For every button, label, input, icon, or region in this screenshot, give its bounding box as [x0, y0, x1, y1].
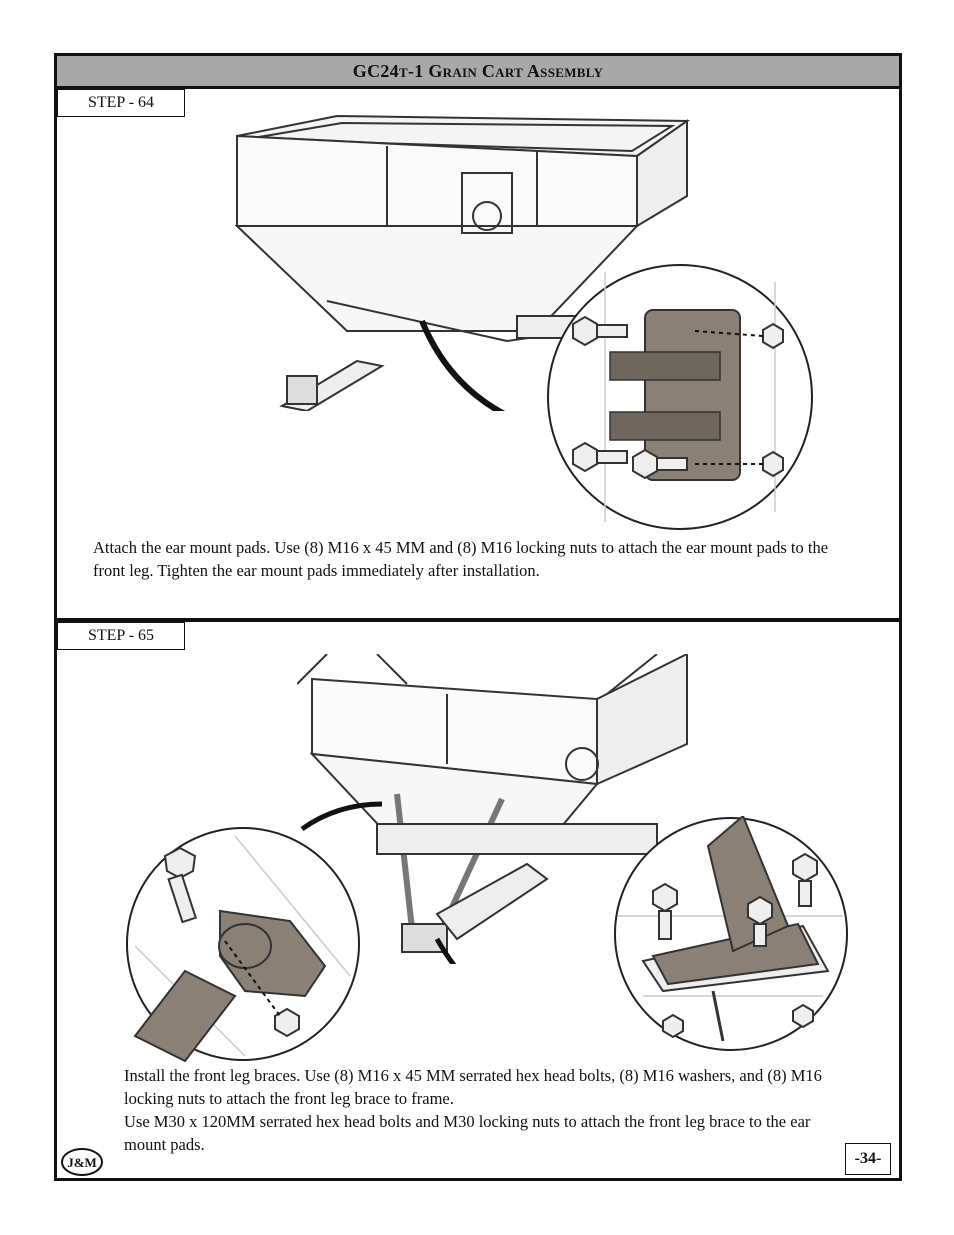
section-divider: [57, 618, 899, 622]
step-65-cart-illustration: [297, 654, 688, 964]
step-64-label: STEP - 64: [57, 89, 185, 117]
jm-logo-icon: J&M: [61, 1148, 103, 1176]
step-65-brace-pin-detail: [126, 827, 360, 1062]
page-frame: GC24t-1 Grain Cart Assembly STEP - 64: [54, 53, 902, 1181]
step-65-label: STEP - 65: [57, 622, 185, 650]
logo-text: J&M: [67, 1155, 97, 1170]
page-title: GC24t-1 Grain Cart Assembly: [57, 56, 899, 89]
page-number: -34-: [845, 1143, 891, 1175]
step-64-instructions: Attach the ear mount pads. Use (8) M16 x…: [93, 538, 829, 580]
step-65-instructions: Install the front leg braces. Use (8) M1…: [124, 1064, 844, 1156]
step-65-frame-mount-detail: [614, 816, 848, 1051]
step-64-cart-illustration: [234, 114, 691, 411]
step-64-ear-mount-detail: [547, 264, 813, 530]
step-65-instructions-line2: Use M30 x 120MM serrated hex head bolts …: [124, 1112, 811, 1154]
step-65-instructions-line1: Install the front leg braces. Use (8) M1…: [124, 1066, 822, 1108]
